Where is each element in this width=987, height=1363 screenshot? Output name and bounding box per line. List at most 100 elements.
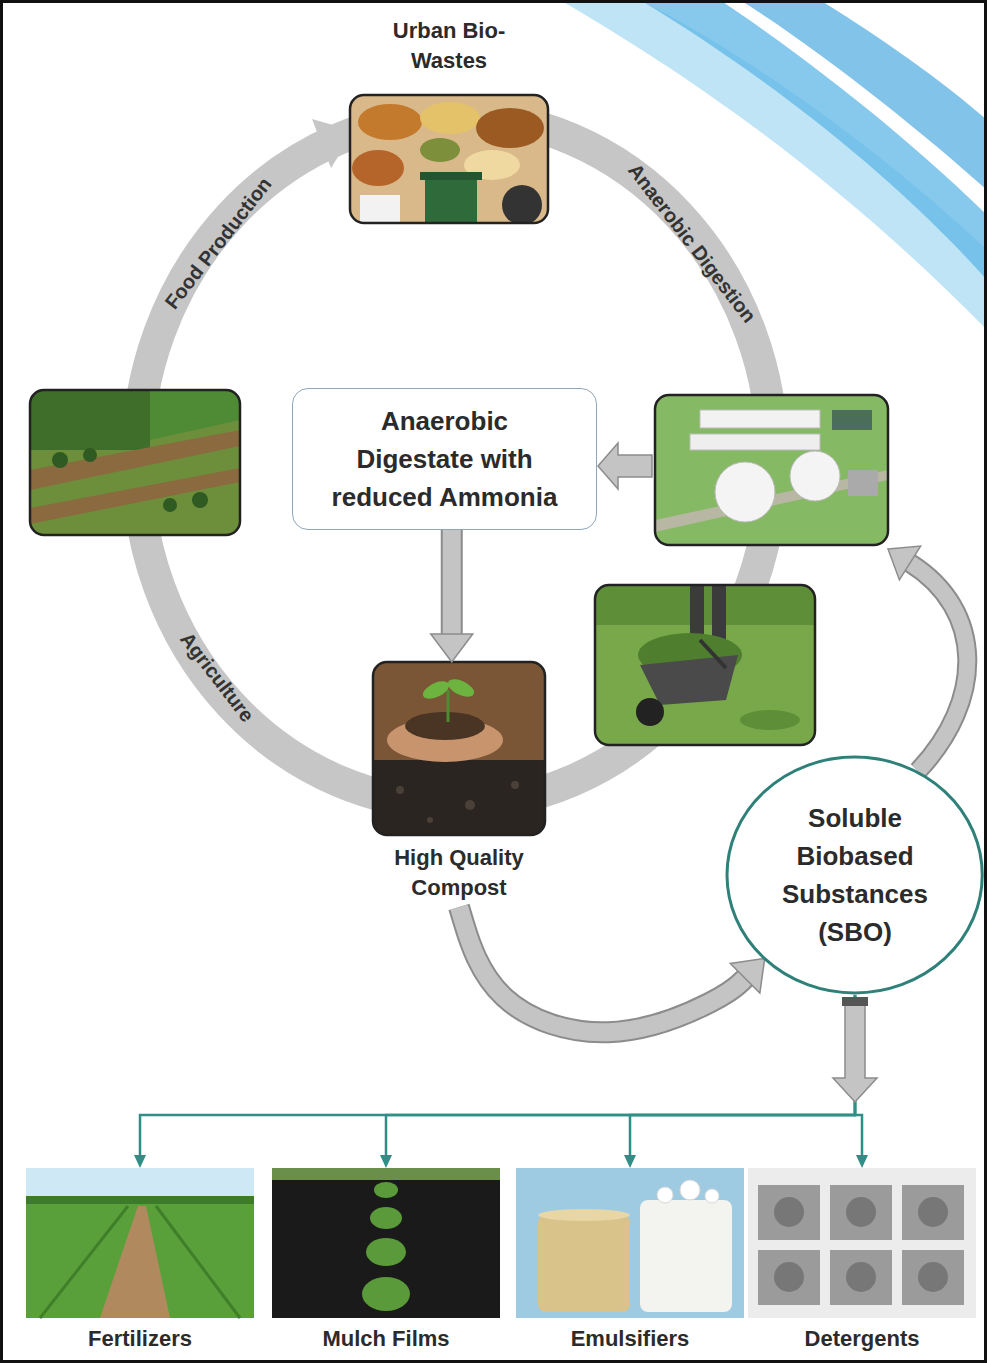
block-arrow [598, 443, 967, 771]
biowaste-photo [420, 172, 482, 180]
connector [140, 995, 855, 1155]
connector-line [630, 995, 855, 1155]
biowaste-photo [476, 108, 544, 148]
detergent-photo [846, 1197, 876, 1227]
compost-photo [373, 662, 545, 835]
biowaste-photo [420, 102, 480, 134]
connector-line [386, 995, 855, 1155]
biogas-plant-photo [700, 410, 820, 428]
farm-photo [163, 498, 177, 512]
circle-outline [727, 757, 982, 993]
emulsifier-photo [657, 1187, 673, 1203]
biogas-plant-photo [655, 395, 888, 545]
compost-photo [427, 817, 433, 823]
fertilizer-photo [100, 1206, 170, 1318]
detergent-photo [774, 1197, 804, 1227]
farm-photo [30, 390, 240, 535]
garden-waste-photo [636, 698, 664, 726]
ring-label: Anaerobic Digestion [624, 159, 762, 328]
photo-node: Fertilizers [26, 1168, 254, 1356]
fertilizer-photo [26, 1168, 254, 1318]
farm-photo [30, 468, 240, 524]
garden-waste-photo [595, 585, 815, 745]
detergent-photo [748, 1168, 976, 1318]
mulch-film-photo [370, 1207, 402, 1229]
biowaste-photo [420, 138, 460, 162]
compost-photo [373, 662, 545, 835]
biowaste-photo [425, 178, 477, 223]
compost-photo [373, 662, 545, 835]
fertilizer-photo [26, 1168, 254, 1318]
mulch-film-photo [366, 1238, 406, 1266]
photo-node: Detergents [748, 1168, 976, 1356]
biogas-plant-photo [848, 470, 878, 496]
farm-photo [83, 448, 97, 462]
block-arrow [910, 563, 967, 771]
emulsifier-photo [538, 1209, 630, 1221]
farm-photo [150, 390, 240, 440]
block-arrow [598, 443, 652, 489]
connector [630, 995, 855, 1155]
circle-outline [725, 755, 984, 995]
node-text: Fertilizers [88, 1326, 192, 1352]
fertilizer-photo [40, 1206, 128, 1318]
fertilizer-photo [26, 1168, 254, 1200]
compost-photo [373, 760, 545, 835]
fertilizer-photo [156, 1206, 240, 1318]
cycle-ring [312, 119, 354, 168]
farm-photo [30, 390, 240, 535]
detergent-photo [830, 1185, 892, 1240]
node-text: Soluble Biobased Substances (SBO) [773, 799, 938, 951]
biowaste-photo [502, 185, 542, 223]
photo-node: Mulch Films [272, 1168, 500, 1356]
emulsifier-photo [516, 1168, 744, 1318]
process-box: Anaerobic Digestate with reduced Ammonia [292, 388, 597, 530]
detergent-photo [846, 1262, 876, 1292]
mulch-film-photo [374, 1182, 398, 1198]
node-text: Detergents [805, 1326, 920, 1352]
block-arrow [842, 997, 868, 1006]
biogas-plant-photo [715, 462, 775, 522]
emulsifier-photo [705, 1189, 719, 1203]
biogas-plant-photo [690, 434, 820, 450]
emulsifier-photo [680, 1180, 700, 1200]
biogas-plant-photo [655, 395, 888, 545]
node-text: High Quality Compost [372, 843, 547, 903]
biogas-plant-photo [655, 395, 888, 545]
detergent-photo [774, 1262, 804, 1292]
biogas-plant-photo [832, 410, 872, 430]
background-swoosh [740, 0, 987, 190]
node-text: Emulsifiers [571, 1326, 690, 1352]
mulch-film-photo [272, 1168, 500, 1180]
mulch-film-photo [272, 1168, 500, 1318]
detergent-photo [918, 1262, 948, 1292]
detergent-photo [758, 1185, 820, 1240]
emulsifier-photo [538, 1215, 630, 1312]
garden-waste-photo [595, 585, 815, 745]
connector-line [140, 995, 855, 1155]
connector [451, 530, 452, 634]
compost-photo [405, 712, 485, 740]
node-text: Anaerobic Digestate with reduced Ammonia [320, 402, 570, 516]
photo-node: High Quality Compost [355, 662, 563, 907]
compost-photo [465, 800, 475, 810]
biowaste-photo [350, 95, 548, 223]
emulsifier-photo [516, 1168, 744, 1318]
mulch-film-photo [362, 1277, 410, 1311]
farm-photo [30, 390, 240, 535]
connector-outline [459, 907, 745, 1032]
compost-photo [420, 678, 451, 703]
biowaste-photo [350, 95, 548, 223]
connector-line [443, 530, 461, 634]
garden-waste-photo [595, 585, 815, 625]
photo-node: Urban Bio-Wastes [340, 12, 558, 224]
detergent-photo [918, 1197, 948, 1227]
node-text: Urban Bio-Wastes [374, 16, 524, 76]
biogas-plant-photo [655, 395, 888, 545]
biowaste-photo [352, 150, 404, 186]
compost-photo [447, 690, 450, 722]
